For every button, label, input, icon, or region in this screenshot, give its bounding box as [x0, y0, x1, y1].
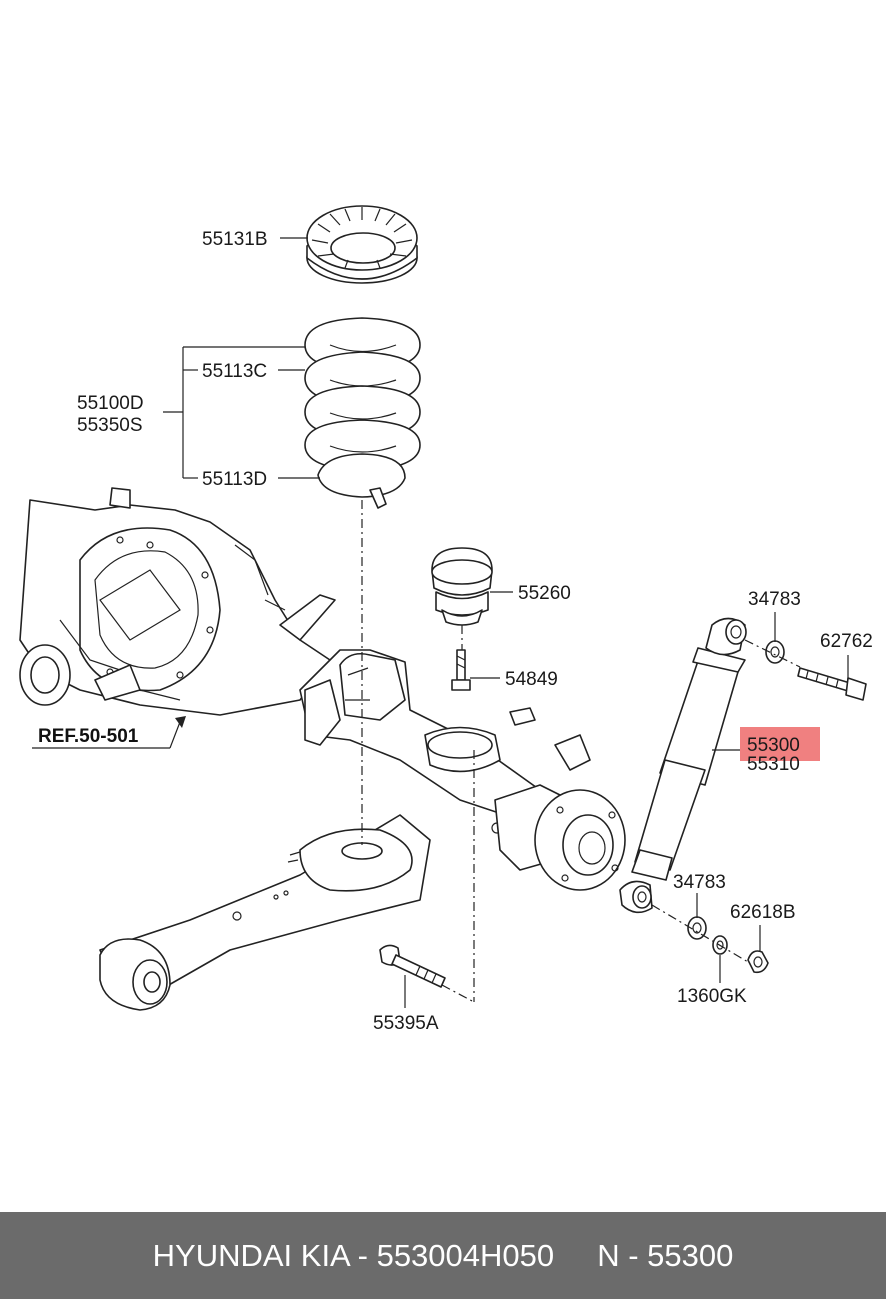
callout-labels: 55131B 55113C 55100D 55350S 55113D 55260…: [38, 229, 873, 1034]
label-55350S: 55350S: [77, 415, 143, 436]
trailing-arm: [99, 814, 431, 1011]
bump-stopper-55260: [431, 547, 493, 626]
footer-part-number: HYUNDAI KIA - 553004H050: [152, 1237, 555, 1273]
footer-spacer: [554, 1238, 597, 1274]
label-54849: 54849: [505, 669, 558, 690]
leader-lines: [32, 237, 849, 1008]
label-34783-bottom: 34783: [673, 872, 726, 893]
label-55113D: 55113D: [202, 469, 267, 490]
nut-62618B: [747, 950, 769, 974]
coil-spring-55100D: [304, 317, 421, 509]
wheel-hub: [494, 784, 626, 891]
differential-housing: [19, 487, 336, 716]
bolt-55395A: [379, 944, 446, 988]
footer-diagram-number: N - 55300: [597, 1237, 734, 1273]
label-55100D: 55100D: [77, 393, 144, 414]
bolt-54849: [451, 649, 471, 691]
highlight-box-55300: [740, 727, 820, 761]
axle-beam: [299, 649, 591, 834]
label-55300: 55300: [747, 735, 800, 756]
bolt-62762: [797, 667, 867, 701]
reference-label: REF.50-501: [38, 726, 139, 747]
footer-bar: HYUNDAI KIA - 553004H050 N - 55300: [0, 1212, 886, 1299]
label-62762: 62762: [820, 631, 873, 652]
label-55131B: 55131B: [202, 229, 268, 250]
label-62618B: 62618B: [730, 902, 796, 923]
label-55310: 55310: [747, 754, 800, 775]
label-55113C: 55113C: [202, 361, 267, 382]
label-55395A: 55395A: [373, 1013, 439, 1034]
label-55260: 55260: [518, 583, 571, 604]
shock-absorber-55300: [619, 617, 747, 914]
parts-diagram: 55131B 55113C 55100D 55350S 55113D 55260…: [19, 205, 873, 1034]
assembly-center-lines: [361, 500, 801, 1003]
label-1360GK: 1360GK: [677, 986, 747, 1007]
spring-pad-55131B: [306, 205, 418, 284]
label-34783-top: 34783: [748, 589, 801, 610]
